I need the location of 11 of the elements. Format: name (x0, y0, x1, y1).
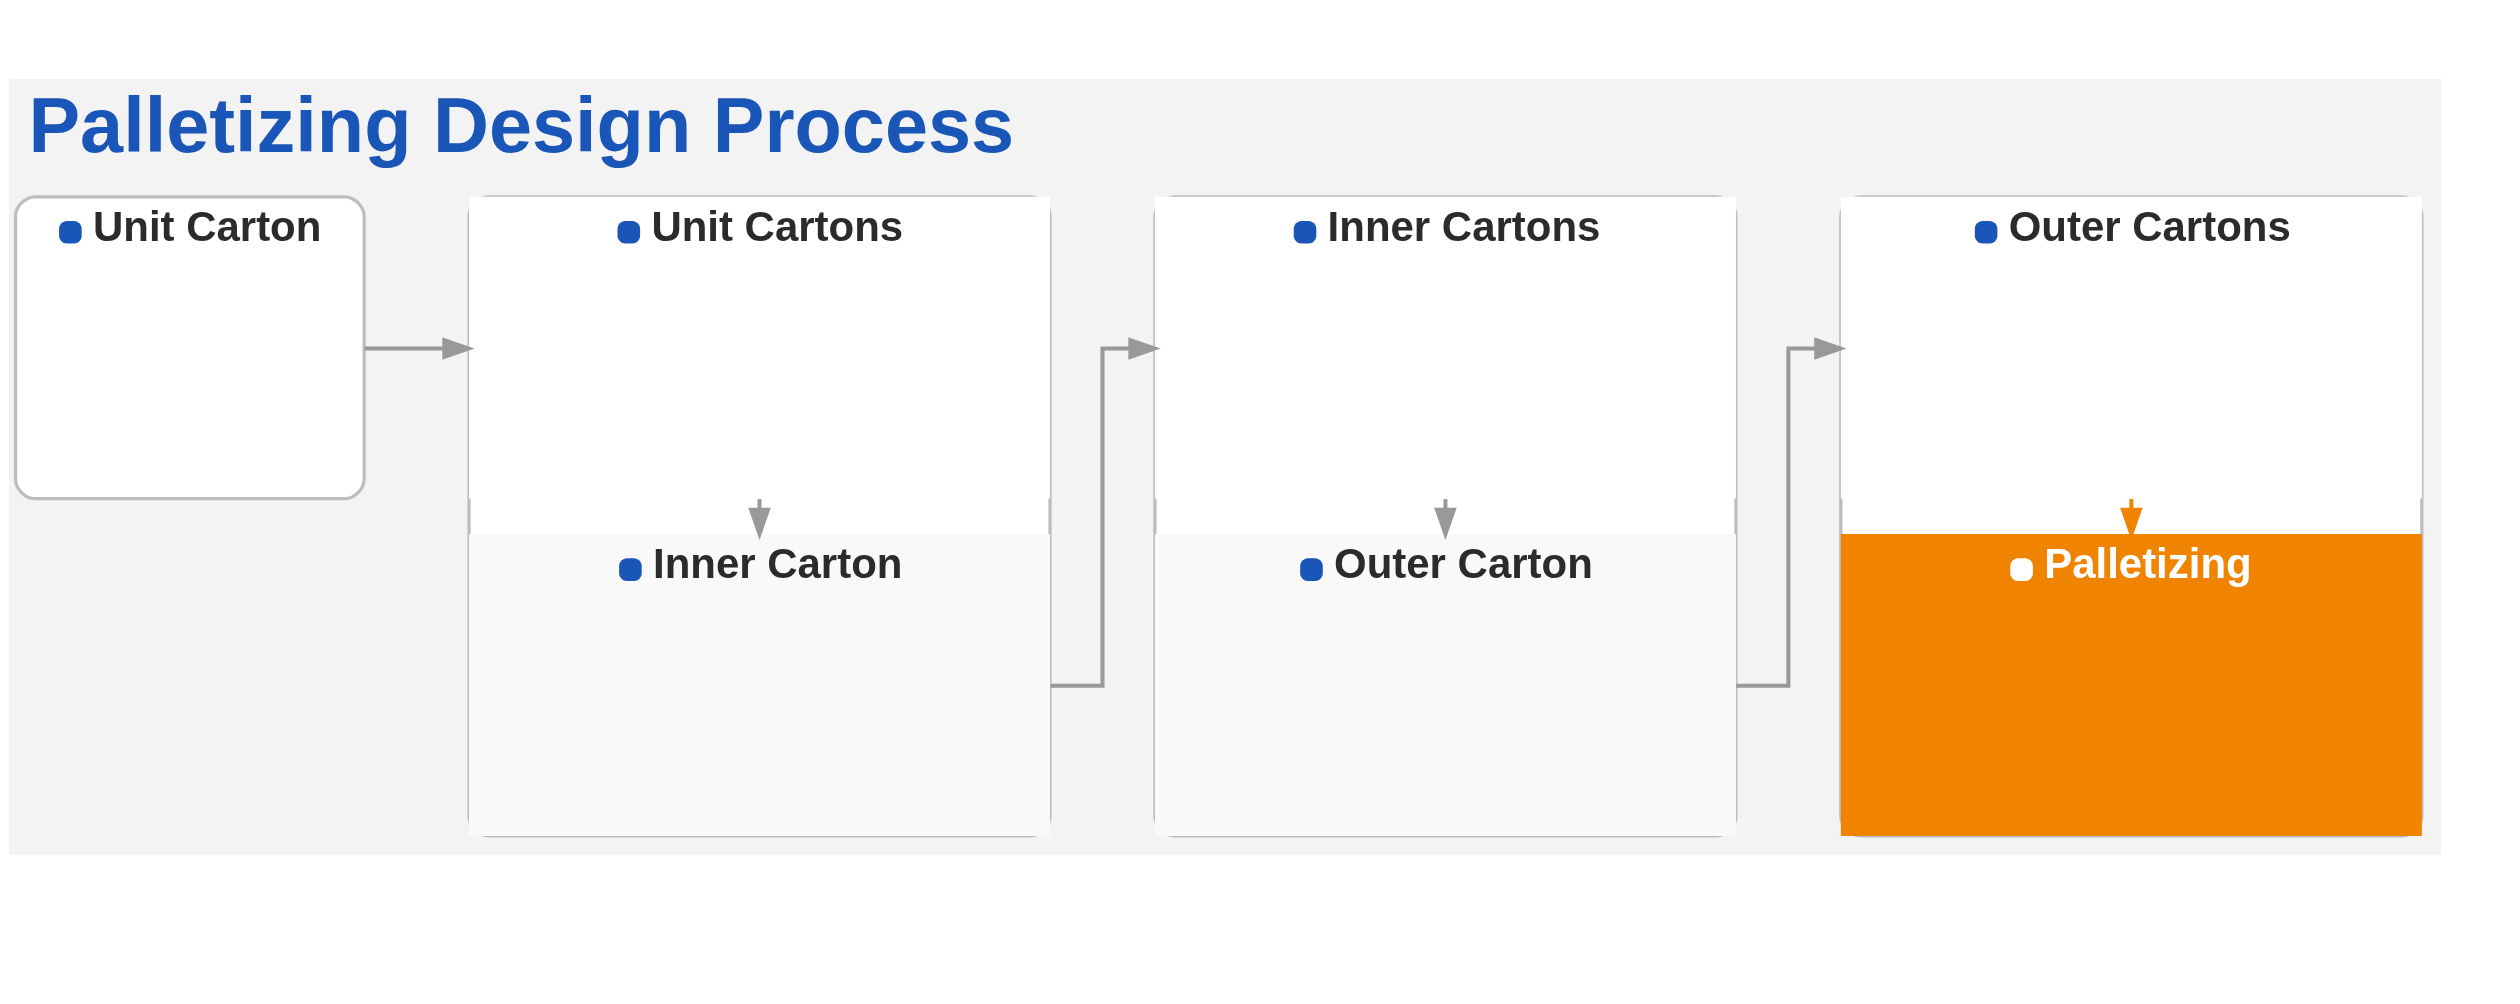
arrow (1736, 337, 1847, 688)
node-box: Inner Carton (469, 534, 1051, 836)
arrow (364, 337, 475, 360)
arrow (1050, 337, 1161, 688)
node-box: Inner Cartons (1154, 196, 1736, 499)
node-box: Outer Cartons (1840, 196, 2422, 499)
diagram-title: Palletizing Design Process (28, 82, 1015, 169)
node-box: Unit Carton (13, 195, 366, 501)
node-box: Outer Carton (1154, 534, 1736, 836)
node-box: Unit Cartons (469, 196, 1051, 499)
node-box: Palletizing (1840, 534, 2422, 836)
